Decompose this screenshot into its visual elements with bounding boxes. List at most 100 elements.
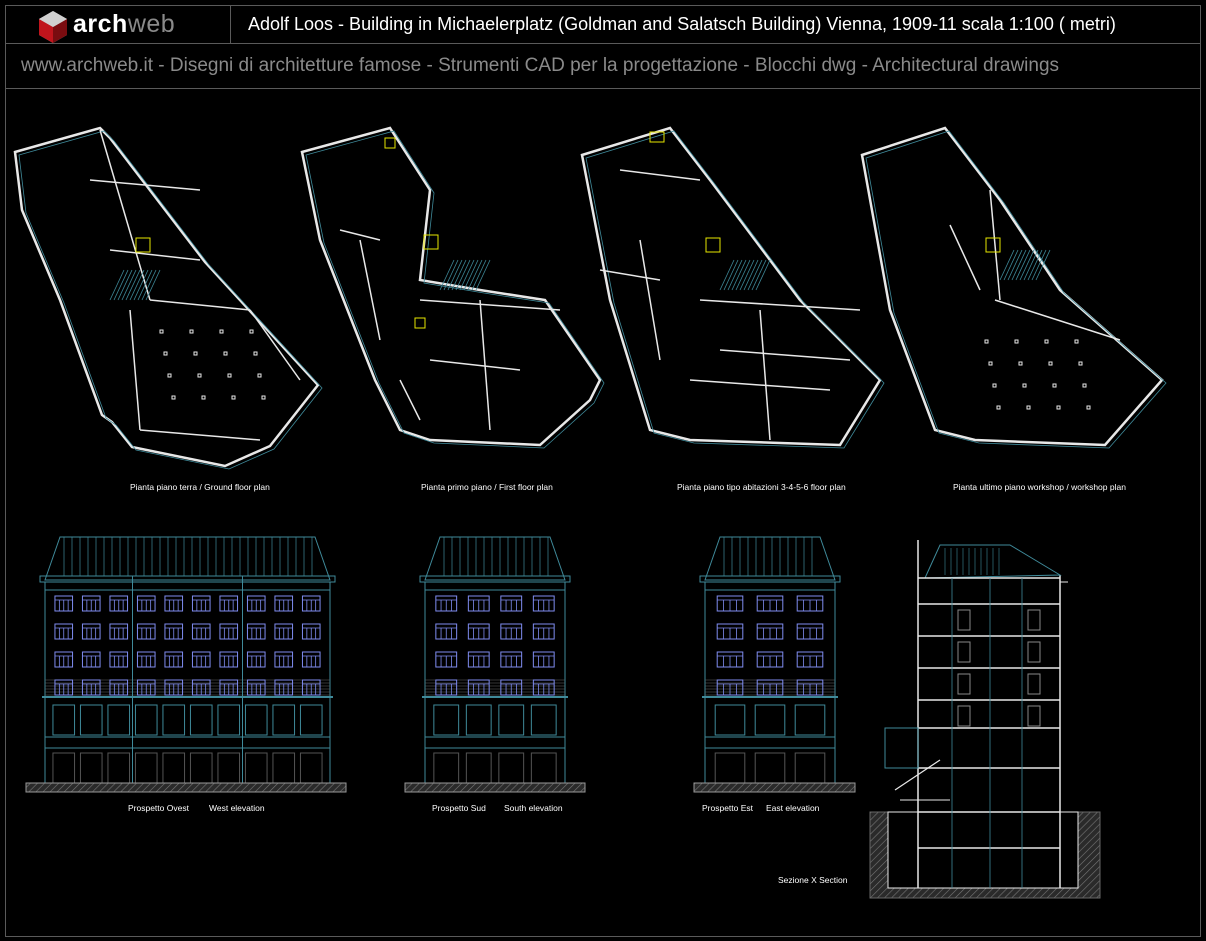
stair-tread (751, 259, 767, 291)
shopfront-opening (107, 752, 131, 784)
window-section (957, 609, 971, 631)
stair-tread (113, 269, 129, 301)
mezzanine-window (107, 704, 131, 736)
interior-wall (139, 429, 261, 441)
shopfront-opening (162, 752, 186, 784)
mezzanine-window (244, 704, 268, 736)
mezzanine-window (530, 704, 557, 736)
stair-tread (1035, 249, 1051, 281)
interior-wall (689, 379, 831, 391)
column (249, 329, 254, 334)
column (163, 351, 168, 356)
column (984, 339, 989, 344)
shopfront-opening (498, 752, 525, 784)
stair-tread (443, 259, 459, 291)
elev-label-south-en: South elevation (504, 803, 563, 813)
mezzanine-window (498, 704, 525, 736)
plan-label-ground: Pianta piano terra / Ground floor plan (130, 482, 270, 492)
exterior-wall (300, 126, 602, 447)
logo[interactable]: archweb (5, 5, 231, 44)
elev-label-west-it: Prospetto Ovest (128, 803, 190, 813)
window-section (1027, 609, 1041, 631)
stair-tread (129, 269, 145, 301)
column (219, 329, 224, 334)
shopfront-opening (754, 752, 786, 784)
lift-shaft (649, 131, 665, 143)
logo-text: archweb (73, 10, 176, 38)
interior-wall (129, 309, 141, 431)
shopfront-opening (79, 752, 103, 784)
wall-inner-line (305, 130, 605, 449)
column (1044, 339, 1049, 344)
column (1086, 405, 1091, 410)
basement (887, 811, 1079, 889)
stair-tread (471, 259, 487, 291)
elev-label-east-en: East elevation (766, 803, 820, 813)
floor-plan-4 (860, 126, 1167, 449)
lift-shaft (135, 237, 151, 253)
interior-wall (89, 179, 201, 191)
drawing-frame (5, 88, 1201, 937)
shopfront-opening (189, 752, 213, 784)
elevation-east (693, 536, 856, 793)
mezzanine-window (52, 704, 76, 736)
mezzanine-window (299, 704, 323, 736)
mezzanine-window (433, 704, 460, 736)
lift-shaft (414, 317, 426, 329)
stair-tread (747, 259, 763, 291)
floor-plans (13, 126, 1167, 470)
stair-tread (109, 269, 125, 301)
stair-tread (133, 269, 149, 301)
stair-tread (755, 259, 771, 291)
shopfront-opening (134, 752, 158, 784)
ground-line (404, 782, 586, 793)
window-section (1027, 641, 1041, 663)
stair-tread (1023, 249, 1039, 281)
plan-label-workshop: Pianta ultimo piano workshop / workshop … (953, 482, 1126, 492)
roof (44, 536, 331, 581)
elev-label-west-en: West elevation (209, 803, 265, 813)
interior-wall (149, 299, 251, 311)
exterior-wall (860, 126, 1164, 447)
lift-shaft (705, 237, 721, 253)
elevations (25, 536, 856, 793)
mezzanine-window (754, 704, 786, 736)
column (988, 361, 993, 366)
elev-label-south-it: Prospetto Sud (432, 803, 486, 813)
column (1018, 361, 1023, 366)
interior-wall (949, 224, 981, 291)
stair-tread (455, 259, 471, 291)
interior-wall (249, 309, 301, 381)
interior-wall (619, 169, 701, 181)
shopfront-opening (272, 752, 296, 784)
column (193, 351, 198, 356)
column (1026, 405, 1031, 410)
stair-tread (999, 249, 1015, 281)
column (227, 373, 232, 378)
column (1014, 339, 1019, 344)
column (201, 395, 206, 400)
elev-label-east-it: Prospetto Est (702, 803, 754, 813)
plan-label-first: Pianta primo piano / First floor plan (421, 482, 553, 492)
exterior-wall (13, 126, 320, 468)
interior-wall (359, 239, 381, 341)
exterior-wall (580, 126, 882, 447)
shopfront-opening (465, 752, 492, 784)
archweb-cube-icon (39, 11, 67, 43)
wall-inner-line (865, 130, 1167, 449)
cornice (39, 575, 336, 583)
mezzanine-window (162, 704, 186, 736)
column (189, 329, 194, 334)
shopfront-opening (244, 752, 268, 784)
cornice (699, 575, 841, 583)
stair-tread (137, 269, 153, 301)
column (1022, 383, 1027, 388)
window-section (957, 705, 971, 727)
column (1048, 361, 1053, 366)
stair-tread (459, 259, 475, 291)
mezzanine-window (189, 704, 213, 736)
mezzanine-window (794, 704, 826, 736)
column (1078, 361, 1083, 366)
column (1052, 383, 1057, 388)
stair-tread (1003, 249, 1019, 281)
